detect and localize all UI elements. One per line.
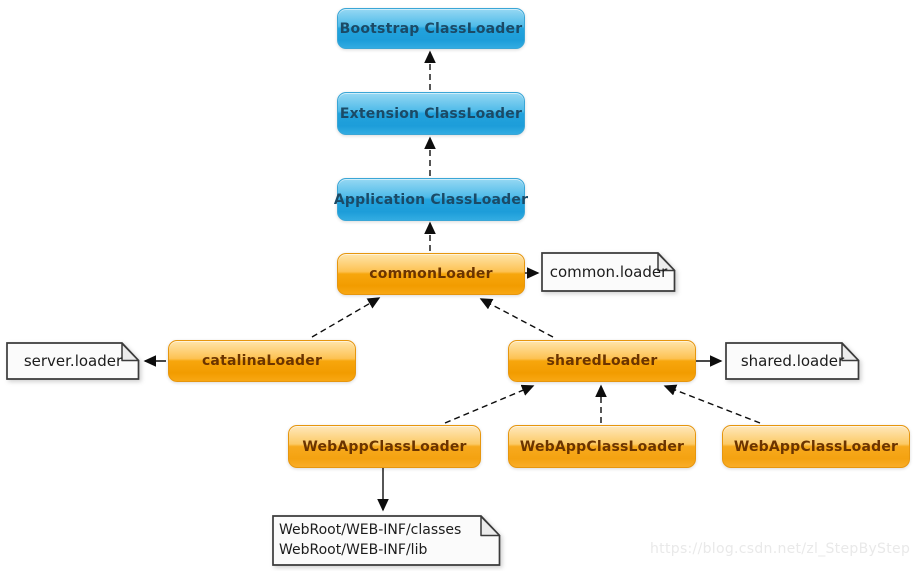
note-text: server.loader <box>23 352 123 370</box>
note-common-loader: common.loader <box>541 252 676 292</box>
note-shape <box>6 342 140 380</box>
node-label: sharedLoader <box>546 353 658 369</box>
node-bootstrap-classloader: Bootstrap ClassLoader <box>337 8 525 49</box>
note-text-line1: WebRoot/WEB-INF/classes <box>279 521 462 538</box>
node-label: commonLoader <box>369 266 493 282</box>
node-webapp-classloader-3: WebAppClassLoader <box>722 425 910 468</box>
note-shape <box>725 342 860 380</box>
node-label: WebAppClassLoader <box>519 438 685 455</box>
node-shared-loader: sharedLoader <box>508 340 696 382</box>
node-label: catalinaLoader <box>201 353 323 369</box>
node-label: Extension ClassLoader <box>339 105 523 122</box>
node-application-classloader: Application ClassLoader <box>333 178 529 221</box>
edge-catalina-to-common <box>311 297 381 338</box>
note-shape <box>541 252 676 292</box>
note-text: common.loader <box>549 263 668 281</box>
node-label: Bootstrap ClassLoader <box>339 20 523 37</box>
node-webapp-classloader-1: WebAppClassLoader <box>288 425 481 468</box>
csdn-watermark: https://blog.csdn.net/zl_StepByStep <box>650 541 911 557</box>
node-label: WebAppClassLoader <box>733 438 899 455</box>
note-text: shared.loader <box>740 352 845 370</box>
node-webapp-classloader-2: WebAppClassLoader <box>508 425 696 468</box>
edge-webapp1-to-shared <box>444 384 535 424</box>
edge-webapp3-to-shared <box>663 384 761 424</box>
note-text-line2: WebRoot/WEB-INF/lib <box>279 541 428 558</box>
edge-shared-to-common <box>479 298 554 338</box>
node-extension-classloader: Extension ClassLoader <box>337 92 525 135</box>
node-label: Application ClassLoader <box>333 191 529 208</box>
note-shared-loader: shared.loader <box>725 342 860 380</box>
node-label: WebAppClassLoader <box>302 438 467 455</box>
note-shape <box>272 515 501 566</box>
note-webroot-paths: WebRoot/WEB-INF/classes WebRoot/WEB-INF/… <box>272 515 501 566</box>
node-common-loader: commonLoader <box>337 253 525 295</box>
note-server-loader: server.loader <box>6 342 140 380</box>
node-catalina-loader: catalinaLoader <box>168 340 356 382</box>
